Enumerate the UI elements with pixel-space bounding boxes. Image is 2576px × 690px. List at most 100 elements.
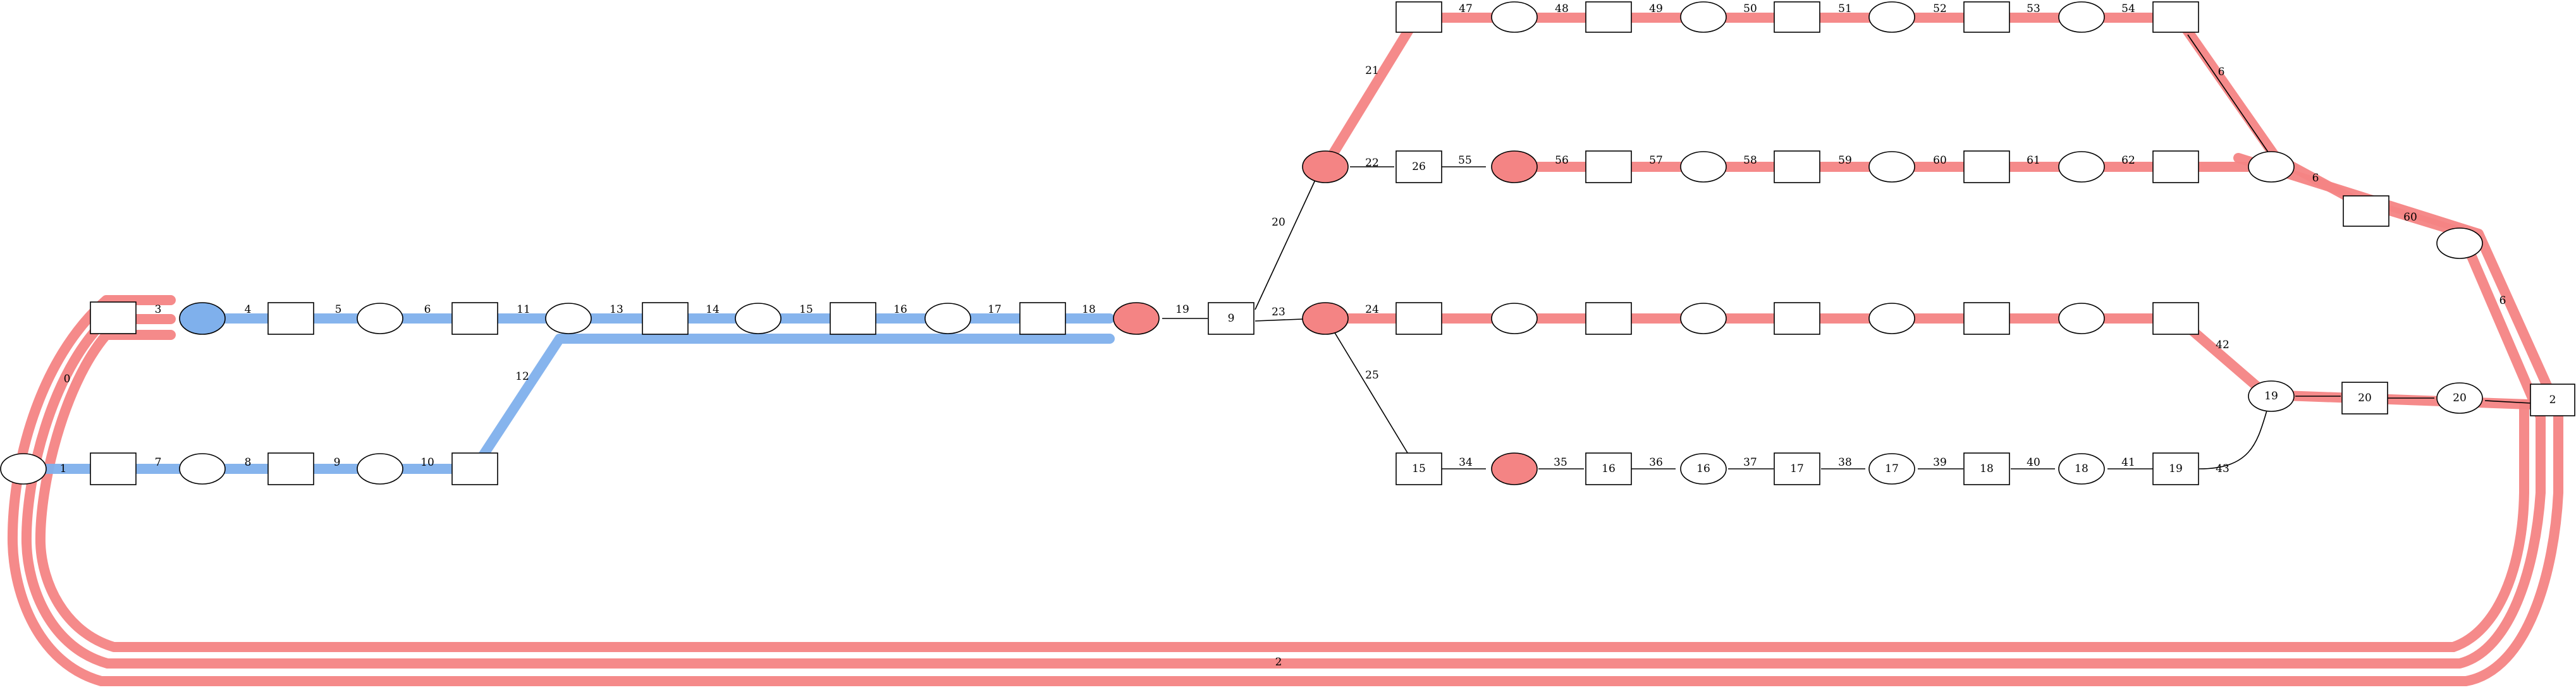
node-label-9: 9 (1228, 312, 1235, 325)
node-box[interactable] (1585, 302, 1632, 335)
node-box[interactable] (1774, 150, 1820, 183)
node-ellipse-18[interactable] (2058, 453, 2105, 485)
node-box[interactable] (1963, 1, 2010, 33)
edge-label: 9 (334, 456, 341, 469)
edge-label: 39 (1933, 456, 1947, 469)
node-ellipse[interactable] (924, 303, 971, 334)
node-box[interactable] (1774, 1, 1820, 33)
node-label-2: 2 (2549, 394, 2556, 406)
node-box-2[interactable] (2530, 384, 2575, 416)
edge-label: 55 (1458, 154, 1472, 167)
node-ellipse-red[interactable] (1302, 150, 1349, 183)
node-ellipse[interactable] (1491, 303, 1538, 334)
edge-label: 2 (1275, 656, 1282, 669)
edge-line (1254, 179, 1316, 310)
graph-nodes: 9 2 6 (0, 1, 2575, 485)
edge-label: 61 (2027, 154, 2040, 167)
node-box[interactable] (267, 302, 314, 335)
highlight-red-loop-mid (21, 238, 2546, 669)
node-box[interactable] (1395, 302, 1442, 335)
node-box[interactable] (1963, 302, 2010, 335)
node-box[interactable] (1395, 1, 1442, 33)
node-label-19b: 19 (2169, 463, 2183, 475)
node-ellipse[interactable] (1868, 151, 1915, 183)
node-ellipse[interactable] (2058, 303, 2105, 334)
node-box[interactable] (830, 302, 876, 335)
edge-label: 21 (1365, 64, 1379, 77)
node-box-15[interactable] (1395, 452, 1442, 485)
node-box[interactable] (90, 452, 137, 485)
edge-label: 8 (245, 456, 252, 469)
node-ellipse[interactable] (0, 453, 47, 485)
node-ellipse[interactable] (2248, 151, 2295, 183)
edge-label: 60 (2403, 211, 2417, 224)
edge-label: 14 (706, 303, 720, 316)
node-label-18b: 18 (2075, 463, 2088, 475)
node-ellipse-blue[interactable] (179, 302, 226, 335)
node-ellipse[interactable] (357, 453, 403, 485)
node-box[interactable] (1019, 302, 1066, 335)
node-ellipse-19[interactable] (2248, 380, 2295, 412)
node-box[interactable] (90, 301, 137, 334)
node-ellipse[interactable] (2436, 227, 2483, 259)
node-box-26[interactable] (1395, 150, 1442, 183)
node-box-9[interactable] (1208, 302, 1254, 335)
edge-label: 54 (2121, 3, 2135, 15)
node-ellipse[interactable] (1868, 1, 1915, 33)
node-ellipse[interactable] (1680, 151, 1727, 183)
node-box[interactable] (451, 452, 498, 485)
edge-line (2199, 410, 2267, 469)
edge-label: 18 (1082, 303, 1096, 316)
node-ellipse[interactable] (2058, 151, 2105, 183)
node-ellipse-16[interactable] (1680, 453, 1727, 485)
node-box[interactable] (1963, 150, 2010, 183)
node-ellipse-17[interactable] (1868, 453, 1915, 485)
edge-label: 59 (1838, 154, 1852, 167)
node-box[interactable] (642, 302, 689, 335)
node-box[interactable] (2343, 195, 2389, 227)
edge-label: 35 (1554, 456, 1567, 469)
node-box-17[interactable] (1774, 452, 1820, 485)
node-ellipse[interactable] (545, 303, 592, 334)
node-ellipse-red[interactable] (1491, 452, 1538, 485)
node-box[interactable] (2152, 1, 2199, 33)
node-box-20[interactable] (2341, 382, 2388, 415)
node-box-18[interactable] (1963, 452, 2010, 485)
node-ellipse[interactable] (2058, 1, 2105, 33)
node-box-16[interactable] (1585, 452, 1632, 485)
node-ellipse[interactable] (735, 303, 782, 334)
node-box[interactable] (1585, 1, 1632, 33)
node-ellipse[interactable] (357, 303, 403, 334)
node-ellipse[interactable] (1680, 1, 1727, 33)
node-label-15: 15 (1412, 463, 1426, 475)
node-ellipse-red[interactable] (1302, 302, 1349, 335)
edge-label: 11 (517, 303, 531, 316)
node-label-20: 20 (2358, 392, 2372, 404)
node-box[interactable] (267, 452, 314, 485)
node-ellipse-20[interactable] (2436, 382, 2483, 414)
node-box-19[interactable] (2152, 452, 2199, 485)
node-ellipse[interactable] (1868, 303, 1915, 334)
edge-label: 17 (988, 303, 1002, 316)
node-box[interactable] (1585, 150, 1632, 183)
highlight-blue-lower (17, 334, 1115, 474)
node-ellipse[interactable] (1680, 303, 1727, 334)
node-ellipse-red[interactable] (1113, 302, 1160, 335)
edge-label: 41 (2121, 456, 2135, 469)
node-box[interactable] (1774, 302, 1820, 335)
node-ellipse[interactable] (179, 453, 226, 485)
node-box[interactable] (2152, 150, 2199, 183)
highlight-red-top (1320, 13, 2471, 239)
node-box[interactable] (451, 302, 498, 335)
node-box[interactable] (2152, 302, 2199, 335)
edge-label: 6 (2218, 66, 2225, 78)
edge-label: 22 (1365, 157, 1379, 169)
node-ellipse-red[interactable] (1491, 150, 1538, 183)
edge-label: 15 (799, 303, 813, 316)
node-label-17: 17 (1790, 463, 1804, 475)
highlight-red-row3 (1320, 313, 2534, 409)
edge-label: 36 (1649, 456, 1663, 469)
node-ellipse[interactable] (1491, 1, 1538, 33)
edge-label: 52 (1933, 3, 1947, 15)
